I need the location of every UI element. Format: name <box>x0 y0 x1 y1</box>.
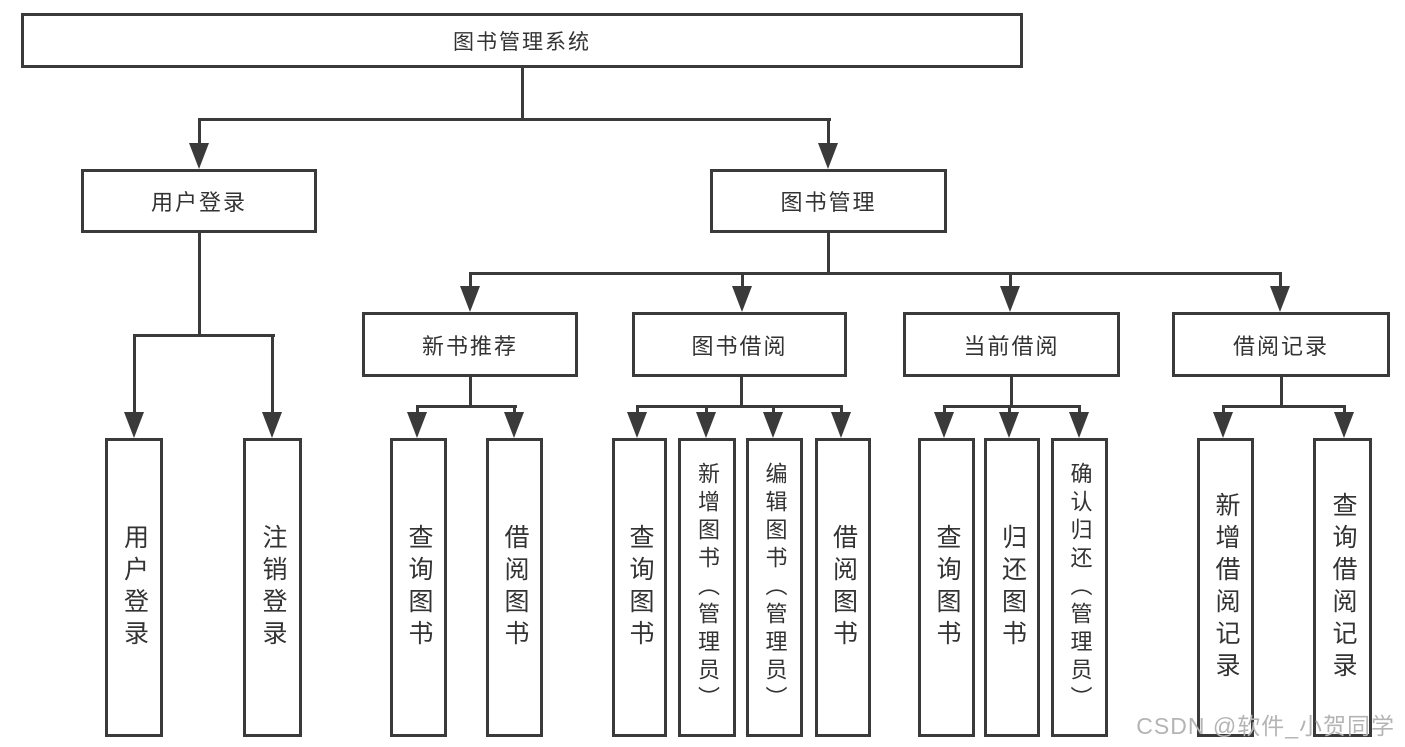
node-add-books-admin: 新增图书（管理员） <box>678 438 736 737</box>
connector-book-management-horizontal <box>469 272 1282 275</box>
node-new-book-recommend-label: 新书推荐 <box>421 333 518 359</box>
node-user-login-leaf: 用户登录 <box>105 438 163 737</box>
arrow-down-icon <box>189 143 209 169</box>
connector-book-borrow-vertical <box>740 376 743 407</box>
connector-current-borrow-vertical <box>1010 375 1013 407</box>
arrow-down-icon <box>1000 286 1020 312</box>
connector-borrow-records-horizontal <box>1222 405 1346 408</box>
connector-stem <box>943 405 946 414</box>
connector-to-logout-leaf <box>271 334 274 414</box>
connector-root-vertical <box>521 68 524 120</box>
node-confirm-return-admin: 确认归还（管理员） <box>1051 438 1108 737</box>
node-user-login-branch-label: 用户登录 <box>150 190 247 215</box>
node-current-borrow-label: 当前借阅 <box>963 333 1060 359</box>
node-edit-books-admin-label: 编辑图书（管理员） <box>762 461 788 714</box>
arrow-down-icon <box>763 412 783 438</box>
node-confirm-return-admin-label: 确认归还（管理员） <box>1067 461 1093 714</box>
node-borrow-books-recommend: 借阅图书 <box>486 438 543 737</box>
connector-root-horizontal <box>198 118 831 121</box>
node-current-borrow: 当前借阅 <box>903 312 1120 377</box>
node-book-borrow-label: 图书借阅 <box>691 333 788 359</box>
arrow-down-icon <box>1270 286 1290 312</box>
node-query-books-current-label: 查询图书 <box>933 523 961 652</box>
node-borrow-records-label: 借阅记录 <box>1232 333 1329 359</box>
arrow-down-icon <box>407 412 427 438</box>
connector-current-borrow-horizontal <box>943 405 1081 408</box>
node-add-borrow-record: 新增借阅记录 <box>1197 438 1254 737</box>
node-library-system: 图书管理系统 <box>21 13 1023 68</box>
node-query-books-borrow-label: 查询图书 <box>626 523 654 652</box>
node-query-books-recommend: 查询图书 <box>390 438 447 737</box>
connector-user-login-horizontal <box>133 334 275 337</box>
node-edit-books-admin: 编辑图书（管理员） <box>746 438 803 737</box>
connector-stem <box>1008 405 1011 414</box>
connector-stem <box>1222 405 1225 414</box>
node-query-borrow-record-label: 查询借阅记录 <box>1329 491 1357 684</box>
node-user-login-branch: 用户登录 <box>81 169 317 233</box>
node-book-borrow: 图书借阅 <box>632 312 847 377</box>
arrow-down-icon <box>124 412 144 438</box>
connector-stem <box>705 405 708 414</box>
connector-new-book-vertical <box>469 376 472 407</box>
node-query-books-current: 查询图书 <box>918 438 975 737</box>
node-book-management-label: 图书管理 <box>780 190 877 215</box>
node-new-book-recommend: 新书推荐 <box>362 312 578 377</box>
connector-user-login-vertical <box>198 232 201 337</box>
connector-book-borrow-horizontal <box>636 405 843 408</box>
connector-stem <box>840 405 843 414</box>
connector-borrow-records-vertical <box>1280 375 1283 407</box>
node-logout-leaf-label: 注销登录 <box>259 523 287 652</box>
node-borrow-books: 借阅图书 <box>815 438 871 737</box>
connector-stem <box>416 405 419 414</box>
arrow-down-icon <box>696 412 716 438</box>
connector-to-new-book <box>469 272 472 288</box>
csdn-watermark: CSDN @软件_小贺同学 <box>1136 713 1395 739</box>
arrow-down-icon <box>1213 412 1233 438</box>
node-library-system-label: 图书管理系统 <box>453 30 591 54</box>
node-query-borrow-record: 查询借阅记录 <box>1313 438 1372 737</box>
node-book-management: 图书管理 <box>710 169 947 233</box>
connector-to-book-borrow <box>741 272 744 288</box>
arrow-down-icon <box>460 286 480 312</box>
connector-stem <box>1343 405 1346 414</box>
connector-to-login-leaf <box>133 334 136 414</box>
arrow-down-icon <box>262 412 282 438</box>
connector-stem <box>513 405 516 414</box>
arrow-down-icon <box>818 143 838 169</box>
connector-root-to-book-management <box>827 118 830 148</box>
node-borrow-books-recommend-label: 借阅图书 <box>501 523 529 652</box>
connector-to-current-borrow <box>1009 272 1012 288</box>
node-user-login-leaf-label: 用户登录 <box>120 523 149 652</box>
node-query-books-borrow: 查询图书 <box>612 438 667 737</box>
node-add-borrow-record-label: 新增借阅记录 <box>1212 491 1240 684</box>
connector-root-to-user-login <box>198 118 201 148</box>
node-return-books-label: 归还图书 <box>998 523 1027 652</box>
connector-book-management-vertical <box>827 232 830 274</box>
connector-stem <box>772 405 775 414</box>
arrow-down-icon <box>831 412 851 438</box>
node-borrow-books-label: 借阅图书 <box>829 523 858 652</box>
connector-new-book-horizontal <box>416 405 517 408</box>
node-return-books: 归还图书 <box>984 438 1040 737</box>
arrow-down-icon <box>934 412 954 438</box>
arrow-down-icon <box>999 412 1019 438</box>
arrow-down-icon <box>1334 412 1354 438</box>
connector-stem <box>1078 405 1081 414</box>
node-logout-leaf: 注销登录 <box>243 438 302 737</box>
node-query-books-recommend-label: 查询图书 <box>405 523 433 652</box>
connector-stem <box>636 405 639 414</box>
arrow-down-icon <box>627 412 647 438</box>
arrow-down-icon <box>732 286 752 312</box>
node-borrow-records: 借阅记录 <box>1172 312 1390 377</box>
arrow-down-icon <box>1069 412 1089 438</box>
arrow-down-icon <box>504 412 524 438</box>
node-add-books-admin-label: 新增图书（管理员） <box>695 461 720 714</box>
connector-to-borrow-records <box>1279 272 1282 288</box>
